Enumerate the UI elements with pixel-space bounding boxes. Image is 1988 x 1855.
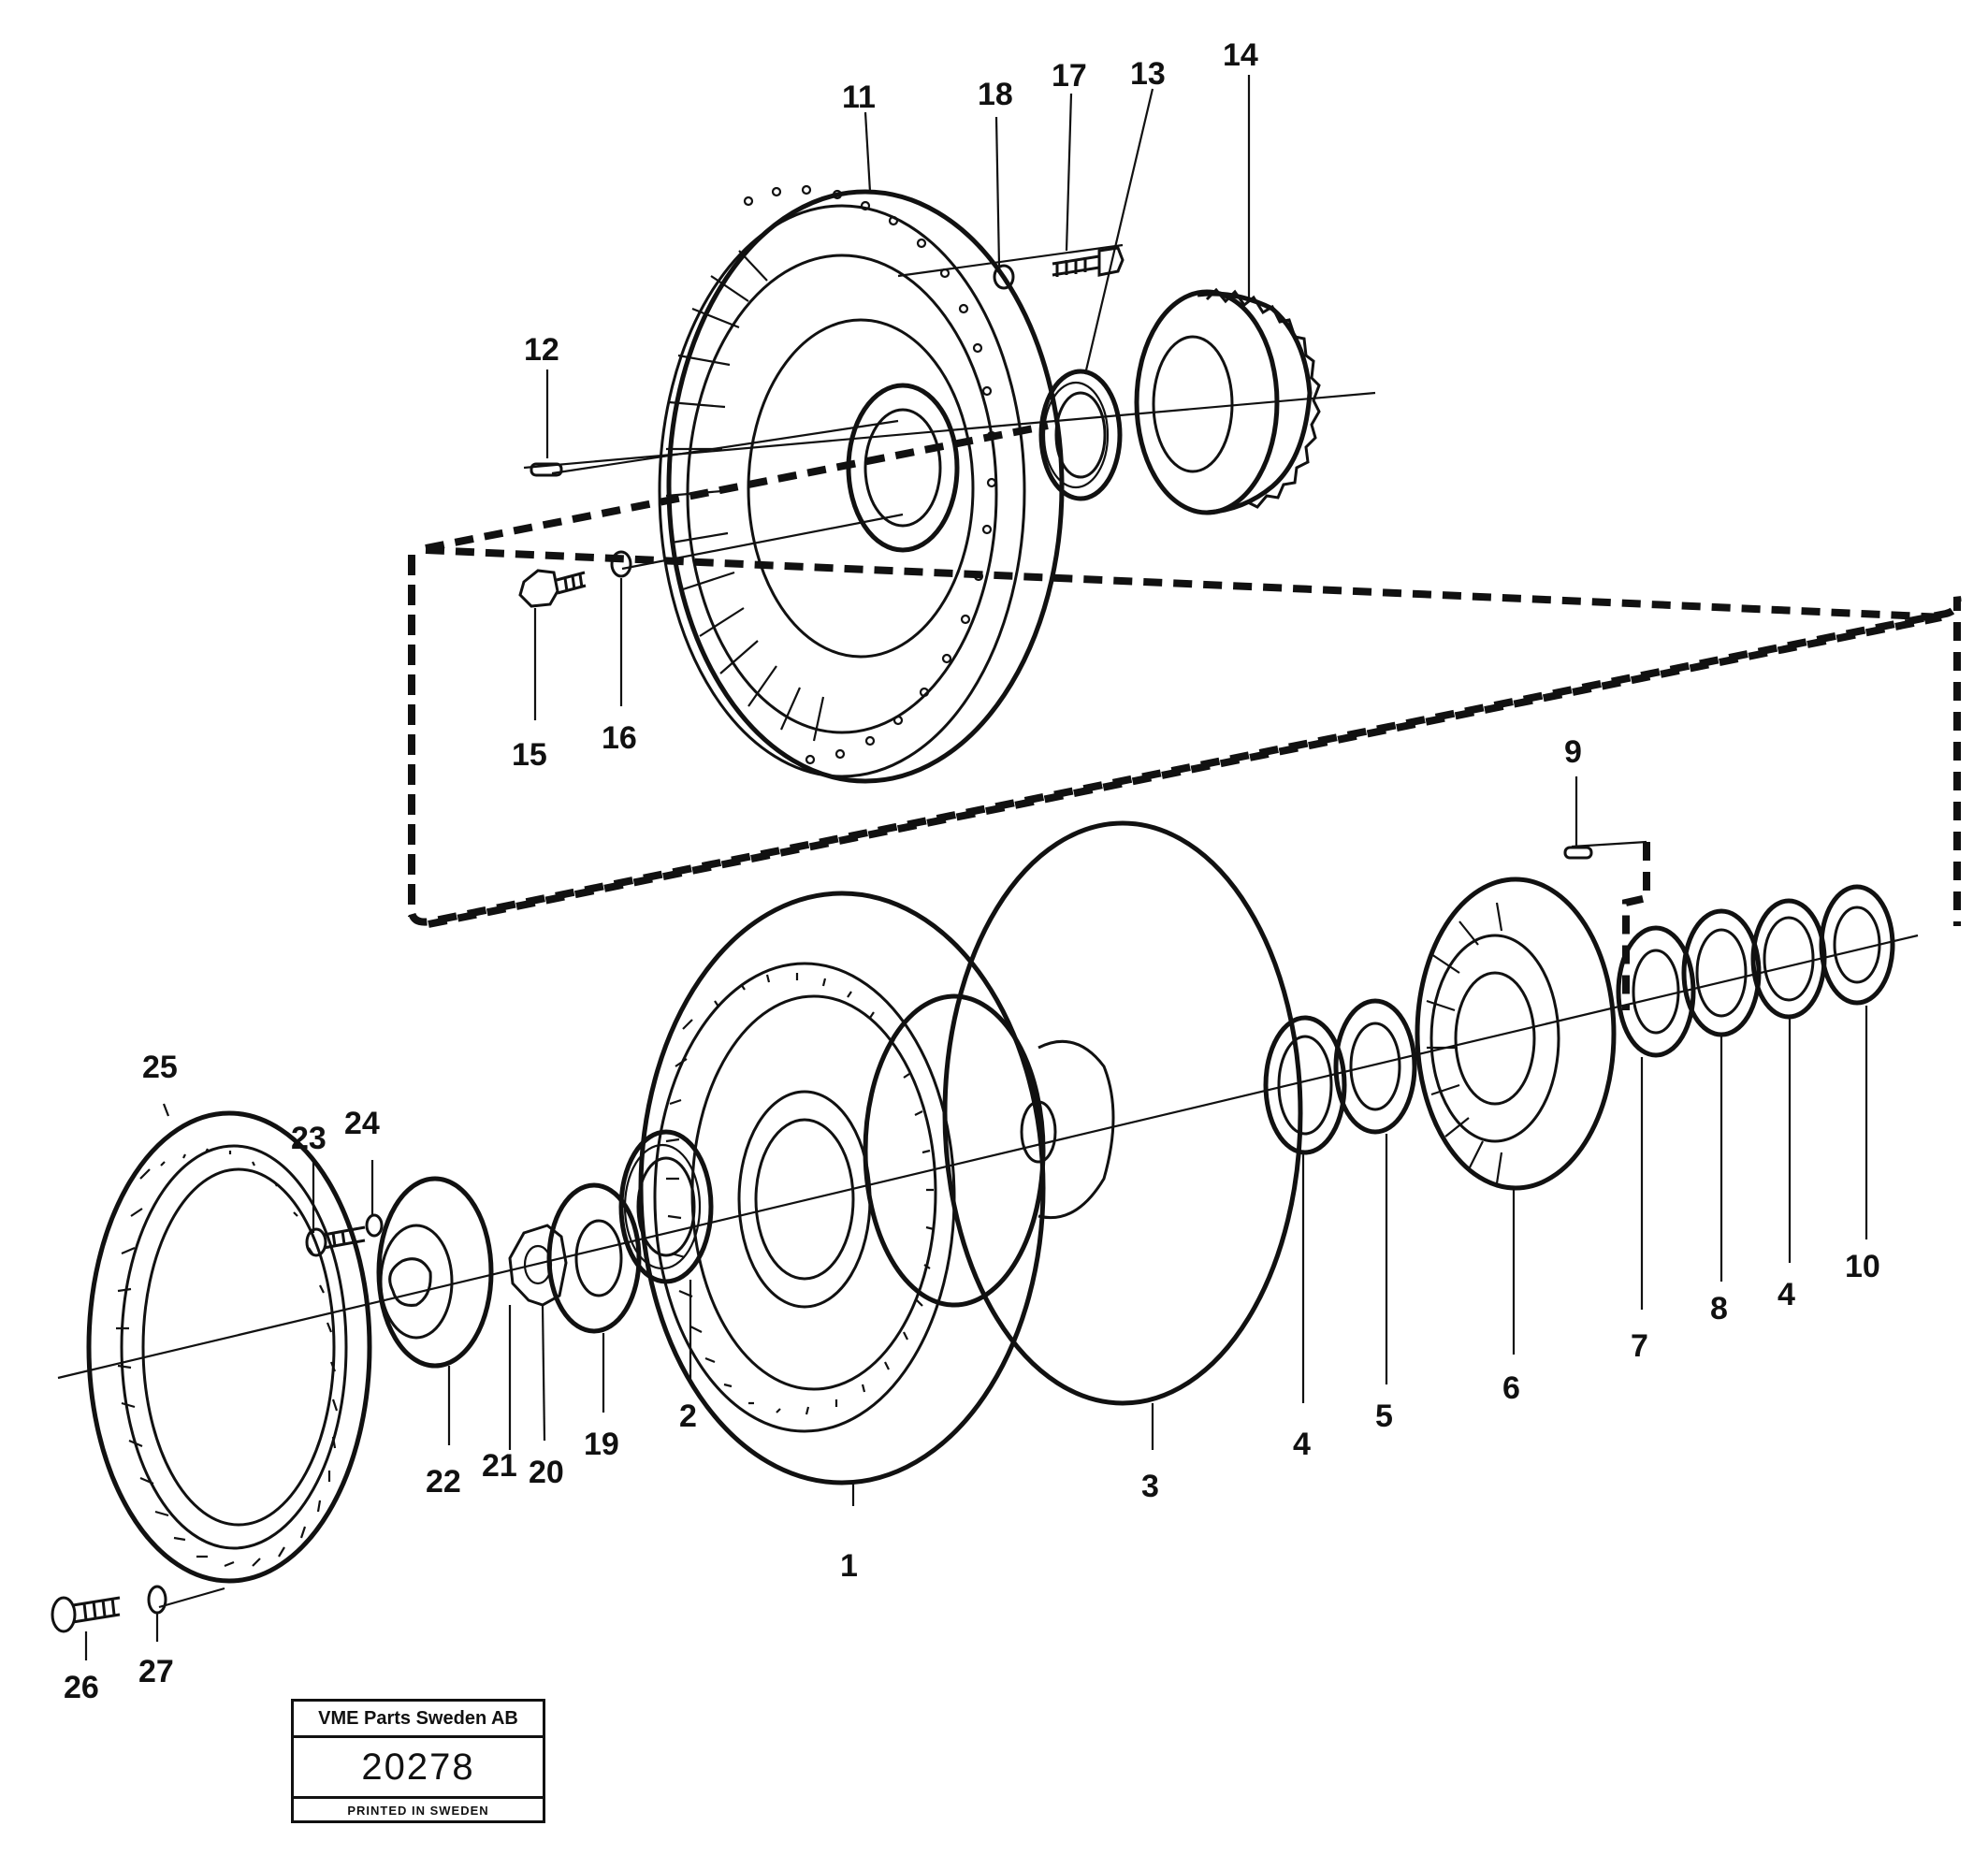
pin-12 bbox=[530, 462, 563, 477]
label-22: 22 bbox=[426, 1464, 461, 1500]
label-4a: 4 bbox=[1293, 1427, 1311, 1462]
bolt-23 bbox=[305, 1225, 366, 1257]
upper-top-bolt-line bbox=[897, 243, 1124, 278]
drawing-number: 20278 bbox=[294, 1738, 543, 1799]
lock-plate bbox=[508, 1224, 568, 1307]
label-14: 14 bbox=[1223, 37, 1258, 73]
label-15: 15 bbox=[512, 737, 547, 773]
washer-27 bbox=[147, 1585, 167, 1615]
washer-24 bbox=[365, 1213, 384, 1238]
label-4b: 4 bbox=[1778, 1277, 1795, 1312]
assembly-boundary-dashed bbox=[408, 546, 1962, 926]
washer-18 bbox=[993, 264, 1015, 290]
label-1: 1 bbox=[840, 1548, 858, 1584]
washer-19 bbox=[546, 1182, 642, 1334]
label-2: 2 bbox=[679, 1398, 697, 1434]
pin-9 bbox=[1563, 846, 1593, 860]
bearing-lower bbox=[618, 1129, 714, 1284]
upper-bolt-line bbox=[621, 513, 904, 571]
label-26: 26 bbox=[64, 1670, 99, 1705]
label-17: 17 bbox=[1052, 58, 1087, 94]
printed-note: PRINTED IN SWEDEN bbox=[347, 1804, 489, 1818]
label-16: 16 bbox=[602, 720, 637, 756]
label-27: 27 bbox=[138, 1654, 174, 1689]
label-6: 6 bbox=[1502, 1370, 1520, 1406]
hub-10 bbox=[1819, 884, 1895, 1006]
label-19: 19 bbox=[584, 1427, 619, 1462]
title-block: VME Parts Sweden AB 20278 PRINTED IN SWE… bbox=[291, 1699, 545, 1823]
label-23: 23 bbox=[291, 1121, 326, 1156]
label-12: 12 bbox=[524, 332, 559, 368]
bolt-26 bbox=[51, 1596, 121, 1633]
stator-wheel bbox=[863, 820, 1303, 1406]
ring-8 bbox=[1681, 908, 1762, 1037]
part-number-labels: 1 2 3 4 5 6 7 8 4 10 9 11 12 13 14 15 16… bbox=[64, 37, 1880, 1705]
upper-pin-line bbox=[551, 419, 899, 475]
bolt-15 bbox=[518, 569, 587, 608]
turbine-wheel bbox=[658, 184, 1065, 784]
label-7: 7 bbox=[1631, 1328, 1648, 1364]
label-8: 8 bbox=[1710, 1291, 1728, 1326]
cover-hub bbox=[376, 1176, 494, 1369]
label-5: 5 bbox=[1375, 1398, 1393, 1434]
label-3: 3 bbox=[1141, 1469, 1159, 1504]
gear-hub bbox=[1134, 287, 1321, 515]
bearing-upper bbox=[1038, 369, 1123, 501]
pump-wheel bbox=[638, 891, 1046, 1485]
leader-lines bbox=[84, 75, 1868, 1660]
ring-7 bbox=[1616, 925, 1696, 1058]
washer-16 bbox=[610, 550, 632, 578]
label-9: 9 bbox=[1564, 734, 1582, 770]
needle-bearing-right bbox=[1750, 898, 1827, 1020]
ring-gear bbox=[86, 1110, 372, 1584]
washer-5 bbox=[1333, 998, 1417, 1135]
label-24: 24 bbox=[344, 1106, 380, 1141]
label-25: 25 bbox=[142, 1050, 178, 1085]
label-21: 21 bbox=[482, 1448, 517, 1484]
stator-impeller bbox=[1415, 877, 1617, 1191]
company-name: VME Parts Sweden AB bbox=[294, 1702, 543, 1738]
label-18: 18 bbox=[978, 77, 1013, 112]
assembly-boundary-bottom bbox=[428, 614, 1942, 928]
assembly-boundary-top bbox=[425, 422, 1049, 552]
label-10: 10 bbox=[1845, 1249, 1880, 1284]
needle-bearing-left bbox=[1263, 1015, 1347, 1155]
label-11: 11 bbox=[842, 80, 876, 115]
label-13: 13 bbox=[1130, 56, 1166, 92]
assembly-boundary-inner-step bbox=[1622, 842, 1650, 1010]
lower-axis-line bbox=[57, 934, 1919, 1380]
lower-right-line bbox=[1571, 840, 1647, 848]
label-20: 20 bbox=[529, 1455, 564, 1490]
lower-left-bolt-line bbox=[158, 1587, 225, 1609]
